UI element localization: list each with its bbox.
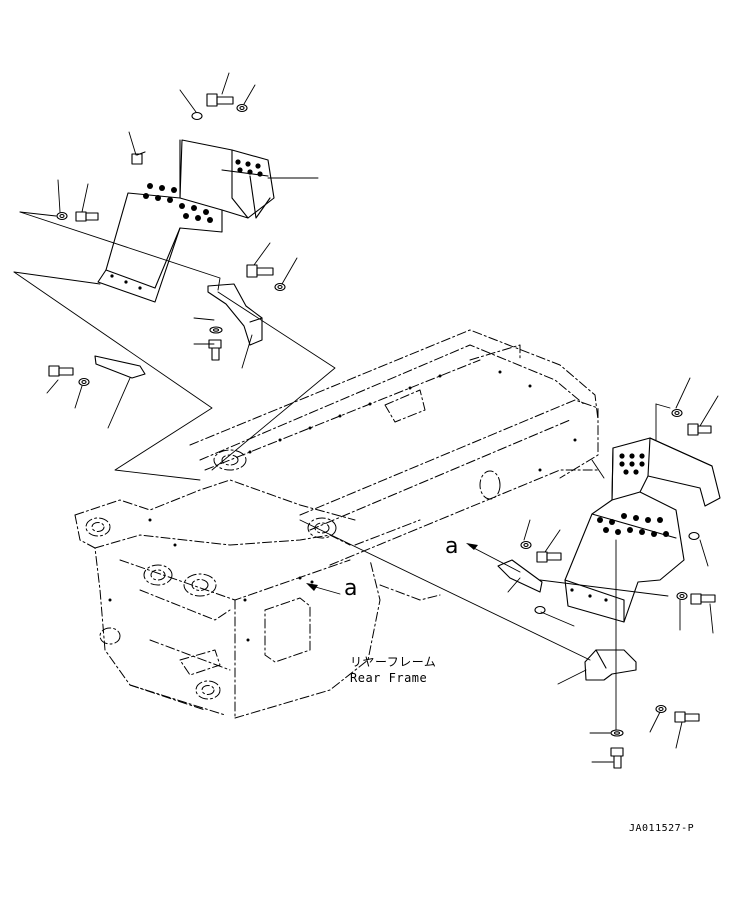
frame-name-english: Rear Frame bbox=[350, 671, 428, 685]
right-step-cover bbox=[564, 437, 721, 623]
rear-frame bbox=[74, 329, 601, 719]
view-mark-left: a bbox=[344, 576, 358, 601]
drawing-code: JA011527-P bbox=[629, 823, 695, 834]
left-stay-bracket bbox=[94, 355, 146, 379]
right-cover-holes bbox=[570, 453, 669, 602]
left-cover-bracket bbox=[207, 283, 263, 346]
view-mark-right: a bbox=[445, 534, 459, 559]
frame-name-japanese: リヤーフレーム bbox=[350, 655, 437, 669]
leader-lines bbox=[13, 72, 719, 763]
left-cover-holes bbox=[110, 159, 263, 290]
fasteners bbox=[48, 93, 716, 769]
right-stay-bracket bbox=[497, 559, 543, 593]
arrow-heads bbox=[306, 543, 478, 591]
right-cover-bracket bbox=[584, 649, 637, 681]
left-step-cover bbox=[97, 139, 275, 303]
